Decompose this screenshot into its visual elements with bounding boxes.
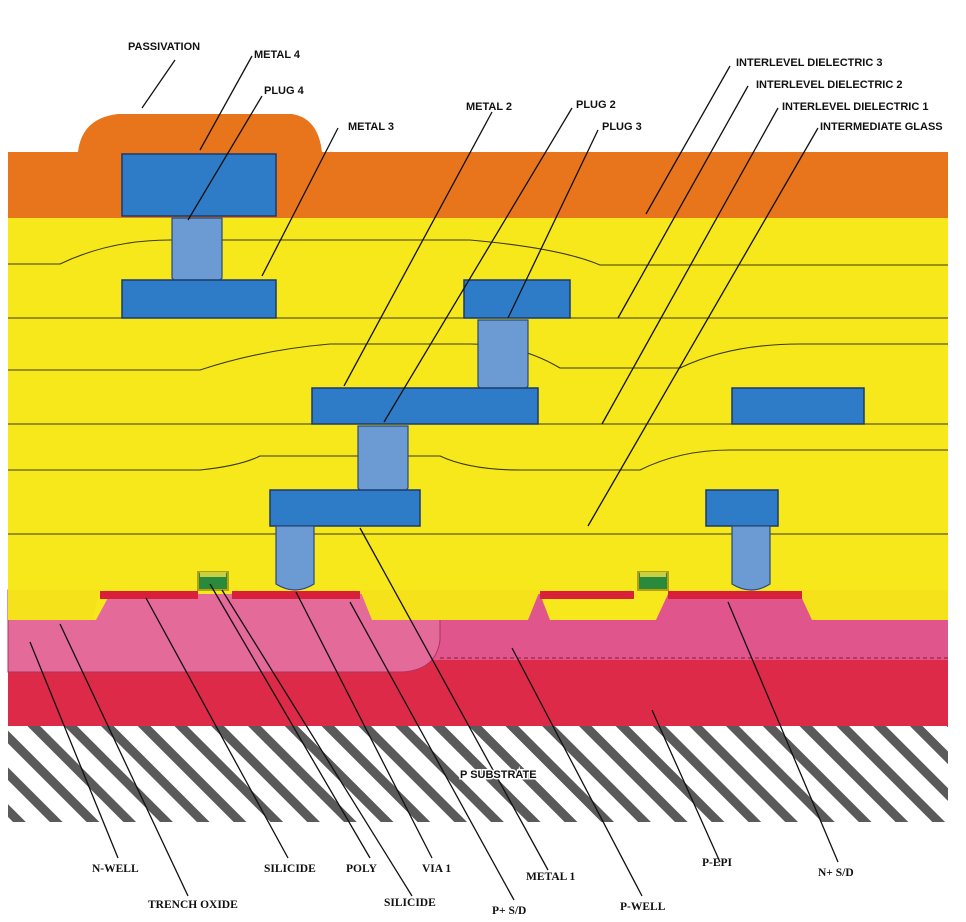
- n-well-region: [7, 589, 441, 673]
- metal3-left: [121, 279, 277, 319]
- leader-metal4: [199, 55, 253, 151]
- label-silicide-left: SILICIDE: [264, 863, 316, 875]
- leader-plug2: [383, 107, 573, 423]
- metal2-left: [311, 387, 539, 425]
- leader-poly: [209, 583, 371, 859]
- leader-metal3: [261, 127, 339, 277]
- metal2-right: [731, 387, 865, 425]
- leader-n-plus-sd: [727, 601, 839, 863]
- label-passivation: PASSIVATION: [128, 41, 200, 53]
- ild3-interface-line: [8, 239, 948, 266]
- label-metal4: METAL 4: [254, 49, 301, 61]
- trench-oxide-right: [800, 590, 948, 620]
- ild1-interface-line: [8, 449, 948, 471]
- metal4-block: [121, 153, 277, 217]
- p-plus-sd-left: [100, 591, 198, 599]
- label-n-well: N-WELL: [92, 863, 139, 875]
- label-p-well: P-WELL: [620, 901, 666, 913]
- label-intermediate-glass: INTERMEDIATE GLASS: [820, 121, 943, 133]
- silicide-cap-left: [200, 572, 226, 577]
- label-ild3: INTERLEVEL DIELECTRIC 3: [736, 57, 882, 69]
- label-ild2: INTERLEVEL DIELECTRIC 2: [756, 79, 902, 91]
- label-p-epi: P-EPI: [702, 857, 733, 869]
- trench-oxide-mid: [360, 590, 540, 620]
- leader-metal1: [359, 527, 549, 871]
- label-plug3: PLUG 3: [602, 121, 642, 133]
- intermediate-glass-layer: [8, 536, 948, 620]
- leader-intermediate-glass: [587, 127, 819, 527]
- leader-metal2: [343, 111, 493, 387]
- label-plug2: PLUG 2: [576, 99, 616, 111]
- n-plus-sd-right: [668, 591, 802, 599]
- label-metal2: METAL 2: [466, 101, 512, 113]
- leader-p-well: [511, 647, 643, 897]
- via1-left: [275, 525, 315, 591]
- leader-p-plus-sd: [349, 601, 515, 901]
- via1-right: [731, 525, 771, 591]
- leader-ild1: [601, 107, 779, 425]
- silicide-cap-right: [640, 572, 666, 577]
- label-ild1: INTERLEVEL DIELECTRIC 1: [782, 101, 928, 113]
- leader-p-epi: [651, 709, 721, 863]
- trench-oxide: [8, 590, 100, 620]
- metal1-right: [705, 489, 779, 527]
- label-p-substrate: P SUBSTRATE: [460, 769, 537, 781]
- leader-silicide-left: [145, 597, 289, 859]
- label-p-substrate-ink: P SUBSTRATE: [460, 769, 537, 781]
- leader-ild2: [617, 85, 749, 319]
- label-metal1: METAL 1: [526, 871, 576, 883]
- label-p-plus-sd: P+ S/D: [492, 905, 526, 917]
- label-trench-oxide: TRENCH OXIDE: [148, 899, 238, 911]
- label-plug4: PLUG 4: [264, 85, 305, 97]
- label-metal3: METAL 3: [348, 121, 394, 133]
- leader-plug4: [187, 95, 263, 221]
- label-via1: VIA 1: [422, 863, 451, 875]
- p-plus-sd-right: [232, 591, 360, 599]
- leader-plug3: [507, 129, 599, 319]
- label-poly: POLY: [346, 863, 378, 875]
- label-silicide-right: SILICIDE: [384, 897, 436, 909]
- leader-trench-oxide: [59, 623, 189, 897]
- label-n-plus-sd: N+ S/D: [818, 867, 854, 879]
- metal1-left: [269, 489, 421, 527]
- leader-passivation: [141, 59, 176, 109]
- leader-n-well: [29, 641, 119, 859]
- leader-silicide-right: [221, 589, 413, 897]
- ild1-layer: [8, 425, 948, 536]
- n-plus-sd-left: [540, 591, 634, 599]
- leader-via1: [295, 591, 433, 859]
- leader-ild3: [645, 65, 731, 215]
